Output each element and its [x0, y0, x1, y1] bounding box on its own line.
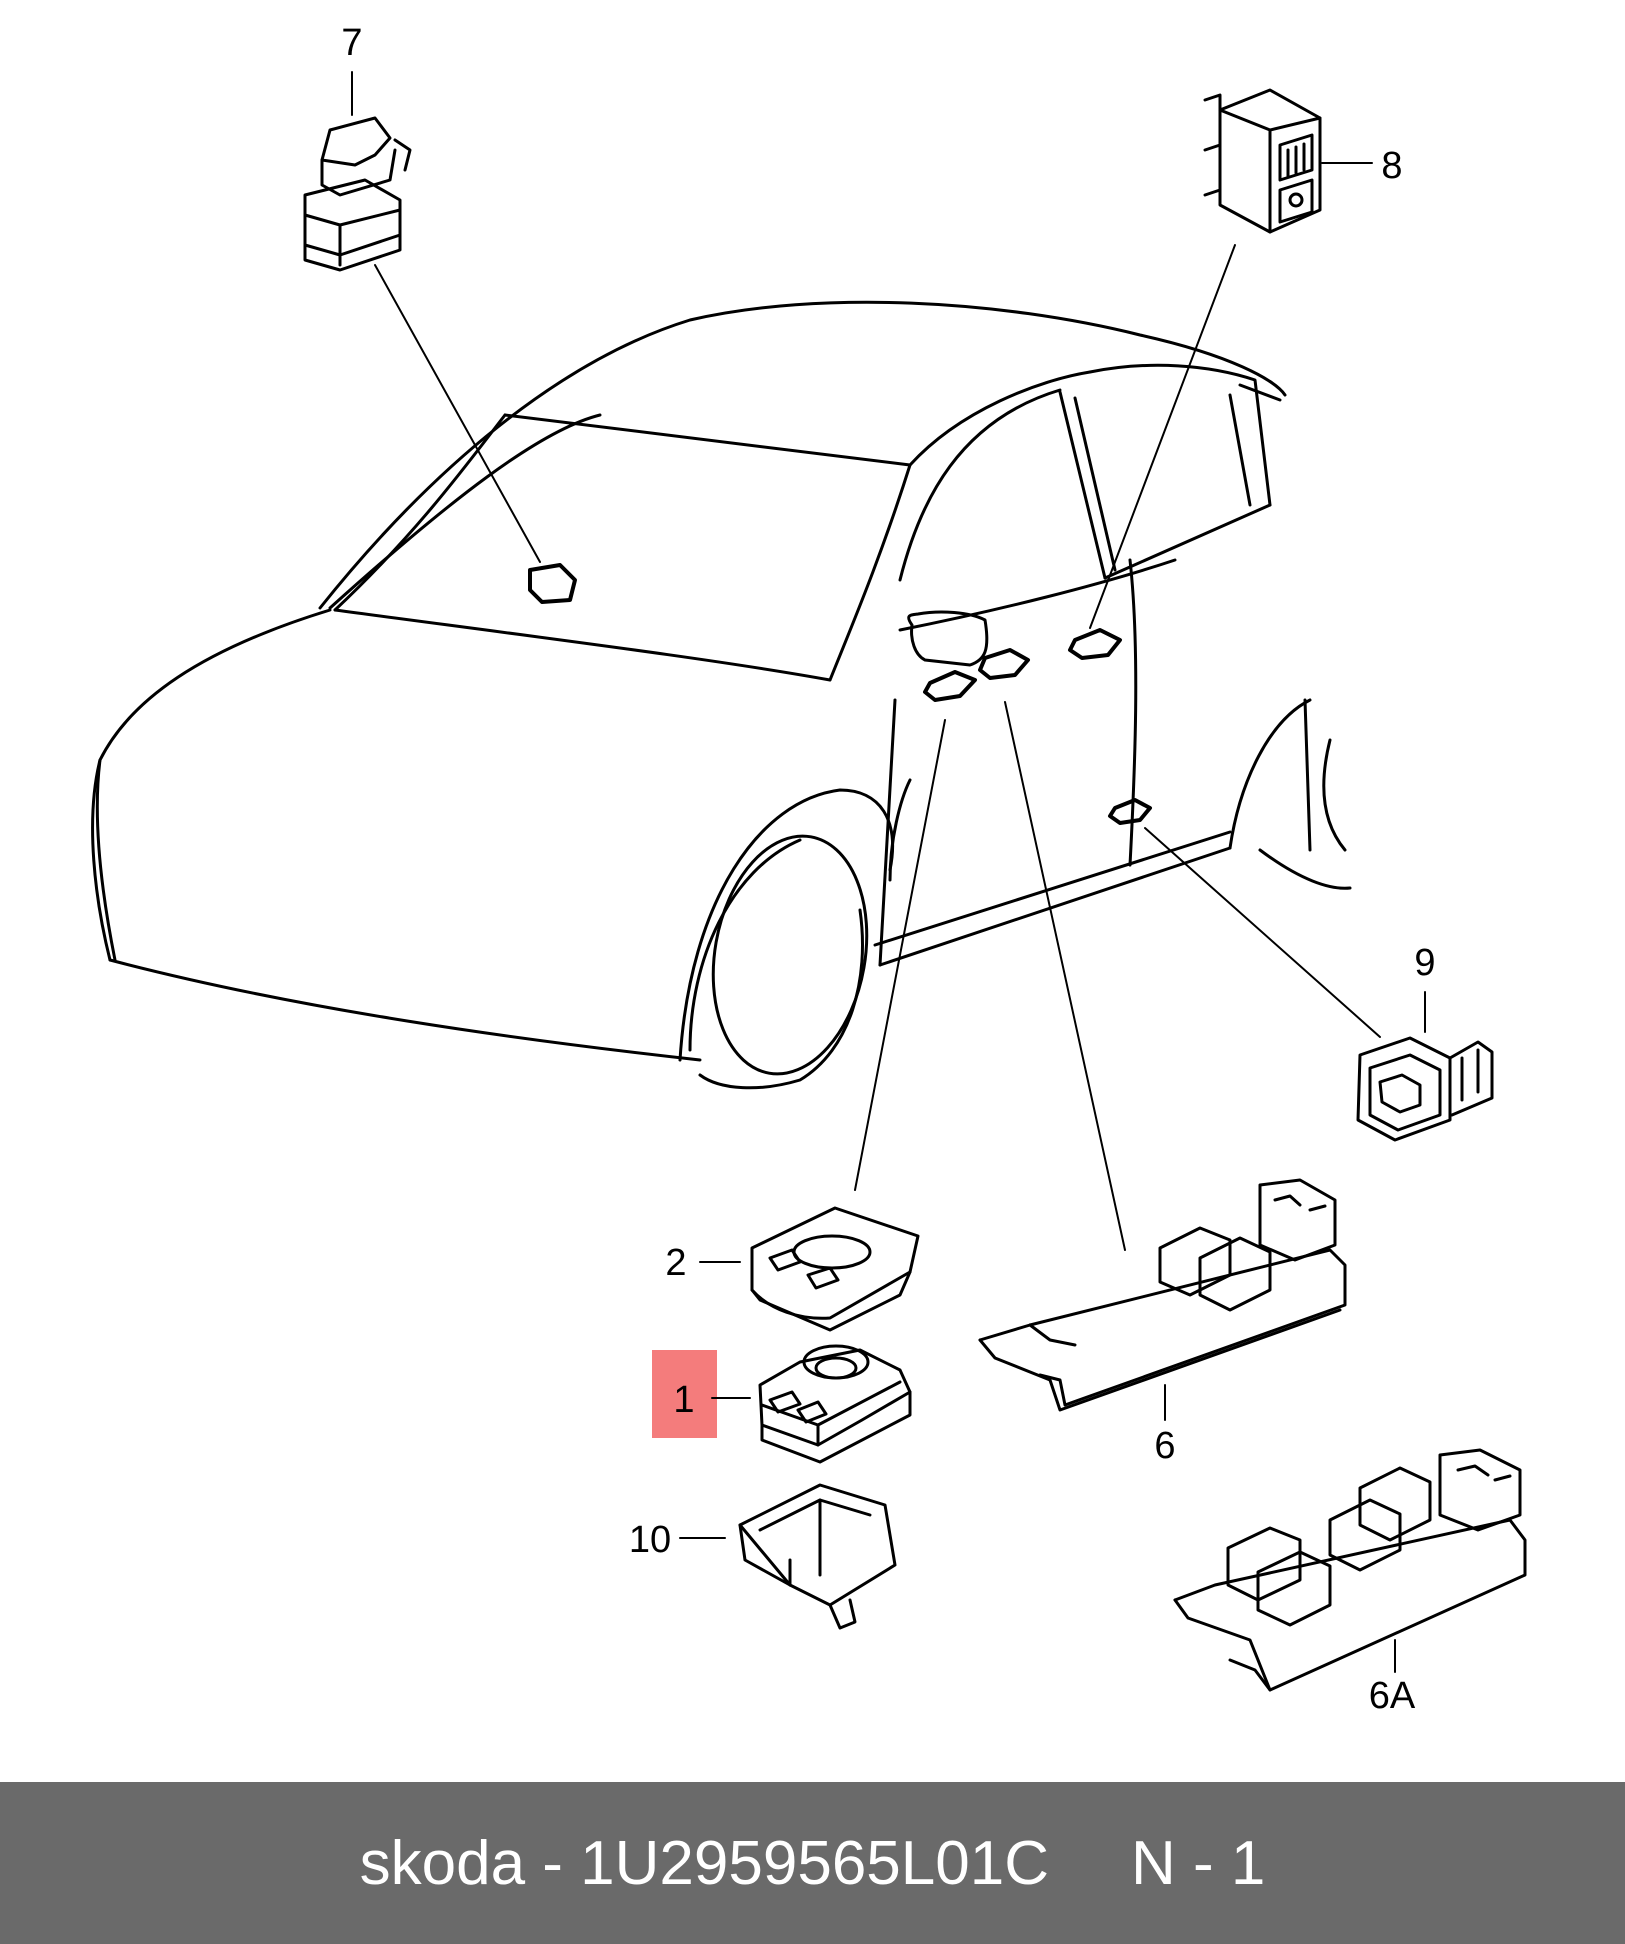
- footer-part-number: skoda - 1U2959565L01C: [359, 1828, 1050, 1898]
- part-2-illustration: [699, 1206, 920, 1332]
- part-1-highlight: [652, 1350, 717, 1438]
- leader-lines: [374, 244, 1381, 1251]
- part-label-6: 6: [1154, 1425, 1175, 1467]
- part-6-illustration: [978, 1178, 1347, 1421]
- marker-sill-switch: [1108, 798, 1152, 825]
- part-8-illustration: [1203, 88, 1373, 234]
- marker-mirror-switch: [923, 670, 977, 702]
- switch-markers: [528, 563, 1152, 825]
- part-label-2: 2: [665, 1242, 686, 1284]
- part-label-6a: 6A: [1369, 1675, 1416, 1717]
- marker-door-switch: [978, 648, 1030, 680]
- part-7-illustration: [303, 71, 412, 272]
- part-label-8: 8: [1381, 145, 1402, 187]
- marker-roof-switch: [528, 563, 577, 604]
- part-label-9: 9: [1414, 942, 1435, 984]
- part-6a-illustration: [1173, 1448, 1527, 1692]
- part-9-illustration: [1356, 991, 1494, 1142]
- part-1-illustration: [652, 1344, 912, 1464]
- part-label-1: 1: [673, 1379, 694, 1421]
- part-label-7: 7: [341, 22, 362, 64]
- marker-rear-door-switch: [1068, 628, 1122, 660]
- footer-bar: skoda - 1U2959565L01C N - 1: [0, 1782, 1625, 1944]
- parts-diagram: 7 8 9 2 1 10 6 6A: [91, 22, 1527, 1717]
- part-label-10: 10: [629, 1519, 671, 1561]
- car-outline: [91, 300, 1352, 1090]
- footer-reference: N - 1: [1131, 1828, 1266, 1898]
- part-10-illustration: [679, 1483, 897, 1630]
